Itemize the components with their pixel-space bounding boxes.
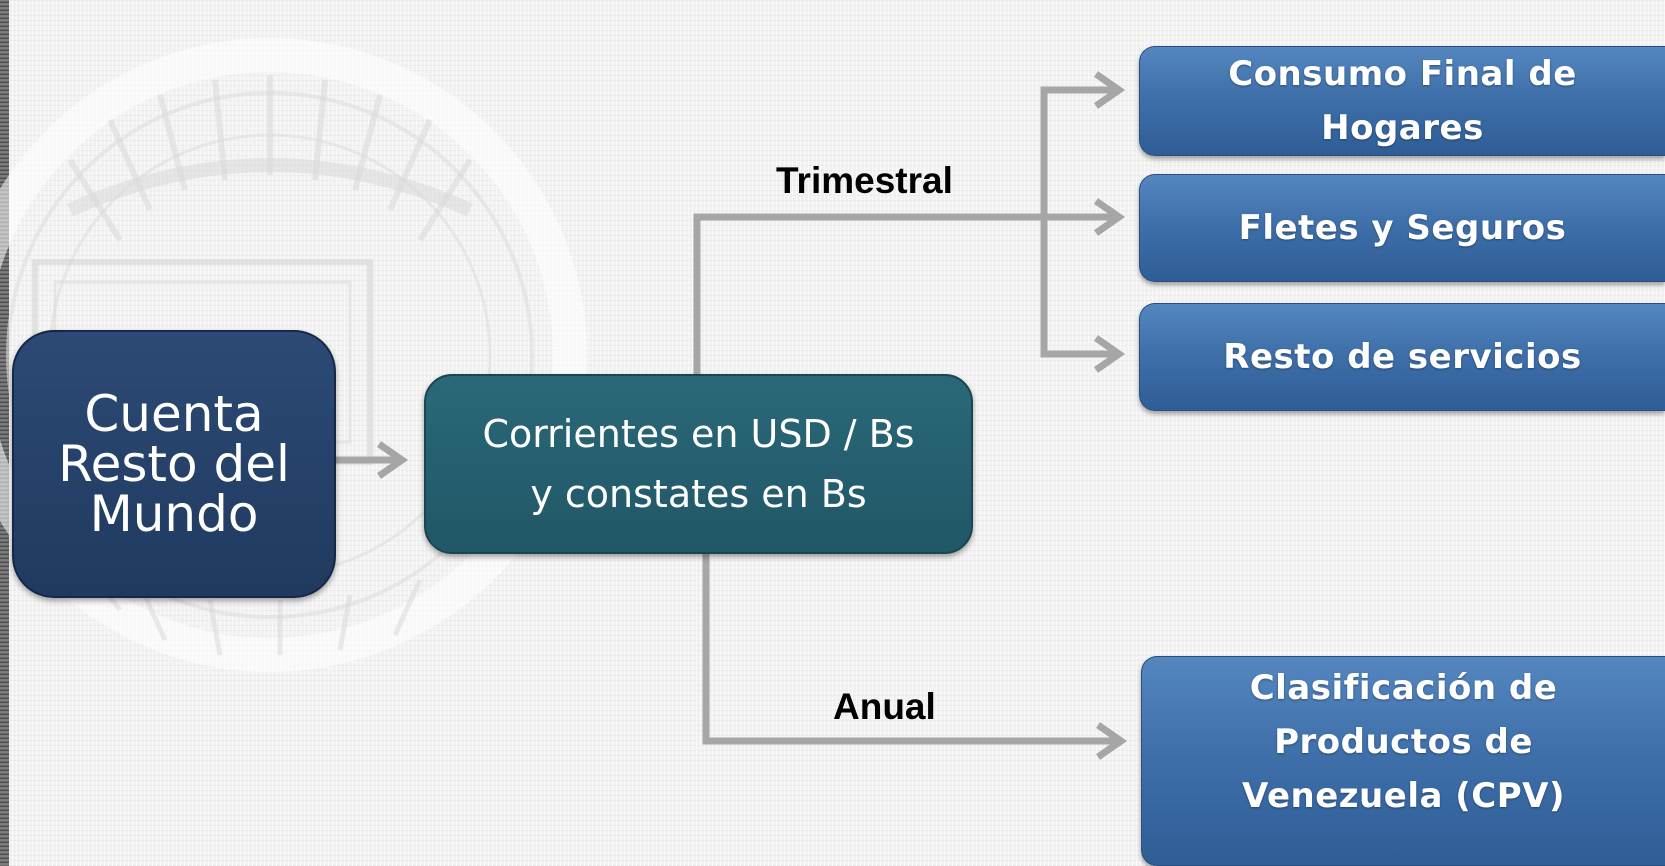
branch-label-trimestral: Trimestral (776, 160, 953, 201)
bcv-seal-watermark (0, 38, 587, 672)
source-line-2: Resto del (58, 435, 290, 493)
output-box-text: Consumo Final de Hogares (1228, 54, 1577, 148)
source-line-3: Mundo (89, 485, 259, 543)
source-box-cuenta-resto-del-mundo: Cuenta Resto del Mundo (12, 330, 336, 598)
output-box-fletes-seguros: Fletes y Seguros (1139, 174, 1665, 282)
output-box-clasificacion-productos: Clasificación de Productos de Venezuela … (1141, 656, 1665, 866)
branch-label-anual: Anual (833, 686, 936, 727)
left-edge-border (0, 0, 9, 866)
output-box-resto-servicios: Resto de servicios (1139, 303, 1665, 411)
output-box-text: Resto de servicios (1223, 337, 1582, 377)
middle-line-1: Corrientes en USD / Bs (482, 412, 915, 456)
source-line-1: Cuenta (84, 385, 264, 443)
middle-box-text: Corrientes en USD / Bs y constates en Bs (449, 404, 949, 524)
output-box-text: Clasificación de Productos de Venezuela … (1241, 668, 1566, 816)
middle-line-2: y constates en Bs (530, 472, 867, 516)
middle-box-corrientes: Corrientes en USD / Bs y constates en Bs (424, 374, 973, 554)
source-box-text: Cuenta Resto del Mundo (29, 389, 319, 539)
output-box-text: Fletes y Seguros (1238, 208, 1567, 248)
output-box-consumo-final-hogares: Consumo Final de Hogares (1139, 46, 1665, 156)
